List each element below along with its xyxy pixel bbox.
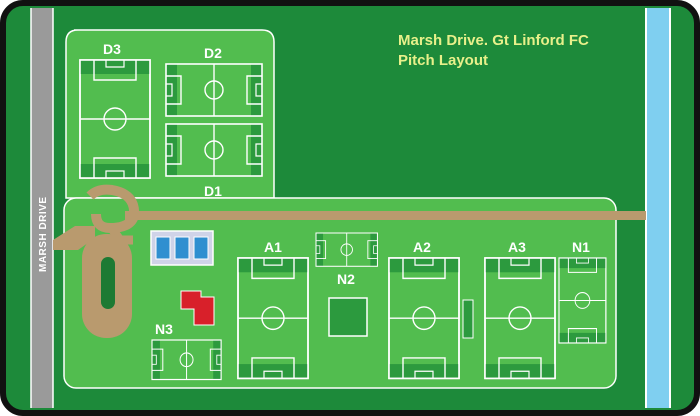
pitch-n2-training bbox=[315, 232, 378, 267]
marsh-drive-road bbox=[31, 8, 53, 408]
small-strip bbox=[462, 299, 474, 339]
label-n2: N2 bbox=[337, 271, 355, 287]
label-a2: A2 bbox=[413, 239, 431, 255]
pitch-n2-square bbox=[328, 297, 368, 337]
pitch-a1 bbox=[237, 257, 309, 380]
clubhouse-red-building bbox=[180, 290, 215, 326]
pitch-a3 bbox=[484, 257, 556, 380]
pavilion-building bbox=[150, 230, 214, 266]
label-n1: N1 bbox=[572, 239, 590, 255]
label-d1: D1 bbox=[204, 183, 222, 199]
map-title-line1: Marsh Drive. Gt Linford FC bbox=[398, 32, 589, 49]
pitch-n1 bbox=[558, 257, 607, 344]
main-footpath bbox=[125, 211, 646, 220]
pitch-a2 bbox=[388, 257, 460, 380]
label-a3: A3 bbox=[508, 239, 526, 255]
label-a1: A1 bbox=[264, 239, 282, 255]
label-d2: D2 bbox=[204, 45, 222, 61]
pitch-d1 bbox=[165, 123, 263, 177]
map-title-line2: Pitch Layout bbox=[398, 52, 488, 69]
approach-path bbox=[53, 226, 95, 250]
label-n3: N3 bbox=[155, 321, 173, 337]
car-park-island bbox=[101, 257, 115, 309]
pitch-d3 bbox=[79, 59, 151, 179]
road-label: MARSH DRIVE bbox=[38, 196, 49, 272]
river-strip bbox=[646, 8, 670, 408]
pitch-n3 bbox=[151, 339, 222, 381]
path-loop bbox=[86, 184, 140, 234]
label-d3: D3 bbox=[103, 41, 121, 57]
pitch-d2 bbox=[165, 63, 263, 117]
